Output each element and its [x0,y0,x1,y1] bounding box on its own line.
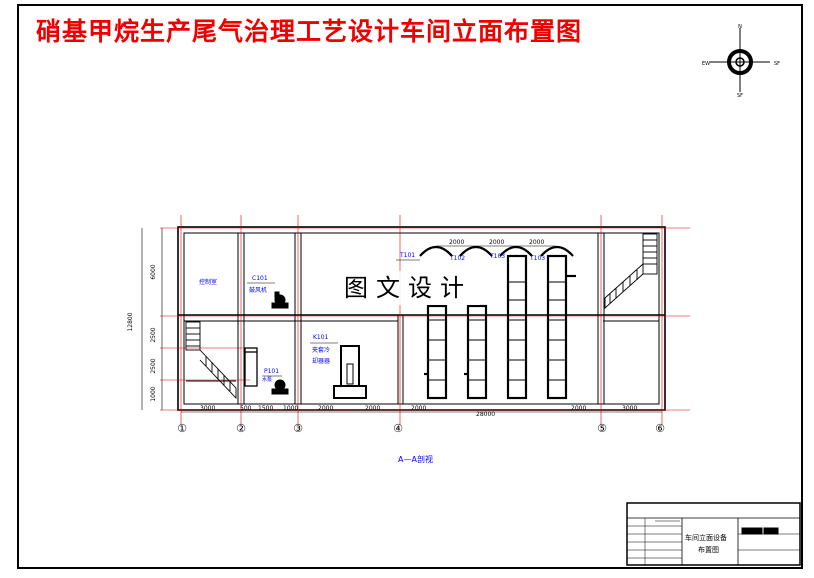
drawing-title: 硝基甲烷生产尾气治理工艺设计车间立面布置图 [36,17,583,46]
label-p101-name: 水泵 [262,376,272,383]
hdim-4: 1000 [283,405,298,412]
center-lines [160,215,690,425]
axis-2: ② [236,422,246,435]
axis-5: ⑤ [597,422,607,435]
hdim-3: 1500 [258,405,273,412]
top-dim-1: 2000 [449,239,464,246]
vdim-bottom: 1000 [150,386,157,401]
vertical-dimensions: 12800 6000 2500 2500 1000 [127,228,163,410]
title-block-line2: 布置图 [698,545,719,554]
label-t103b: T103 [529,255,545,262]
compass-icon: N SF SF EW [702,24,780,99]
label-p101-tag: P101 [264,368,279,375]
stair-right [604,233,658,310]
compass-e: SF [774,61,780,67]
title-block [626,502,801,566]
title-block-line1: 车间立面设备 [685,533,727,542]
top-dimensions: 2000 2000 2000 [436,239,556,247]
drawing-frame [17,4,803,569]
vdim-mid: 2500 [150,327,157,342]
hdim-total: 28000 [476,411,495,418]
label-c101-tag: C101 [252,275,268,282]
vdim-top: 6000 [150,264,157,279]
axis-1: ① [177,422,187,435]
hdim-5: 2000 [318,405,333,412]
section-view-label: A—A剖视 [398,455,433,464]
horizontal-dimensions: 3000 500 1500 1000 2000 2000 2000 2000 3… [181,405,662,418]
label-k101-name1: 夹套冷 [312,346,330,354]
hdim-8: 2000 [571,405,586,412]
label-t103a: T103 [489,253,505,260]
hdim-2: 500 [240,405,252,412]
pump-p101-icon [271,379,289,395]
compass-w: EW [702,61,710,67]
watermark: 图文设计 [336,271,480,305]
blower-c101-icon [271,291,289,309]
tower-t103b-icon [540,245,576,400]
tower-t102-icon [459,245,493,400]
tower-t101-icon [419,245,453,400]
stair-left [185,321,237,400]
hdim-9: 3000 [622,405,637,412]
label-t102: T102 [449,255,465,262]
condenser-k101-icon [333,345,367,399]
label-control-room: 控制室 [199,278,217,286]
compass-s: SF [737,93,743,99]
label-t101: T101 [399,252,415,259]
vdim-overall: 12800 [127,312,134,331]
compass-n: N [738,24,742,30]
vdim-lower: 2500 [150,358,157,373]
tower-t103a-icon [499,245,533,400]
hdim-7: 2000 [411,405,426,412]
label-k101-tag: K101 [313,334,329,341]
vessel-small-icon [244,347,258,387]
label-c101-name: 鼓风机 [249,286,267,294]
top-dim-2: 2000 [489,239,504,246]
axis-3: ③ [293,422,303,435]
top-dim-3: 2000 [529,239,544,246]
axis-labels: ① ② ③ ④ ⑤ ⑥ [177,422,665,435]
leader-lines [247,259,420,377]
hdim-6: 2000 [365,405,380,412]
label-k101-name2: 却器器 [312,357,330,365]
axis-6: ⑥ [655,422,665,435]
hdim-1: 3000 [200,405,215,412]
absorption-towers [419,245,576,400]
axis-4: ④ [393,422,403,435]
